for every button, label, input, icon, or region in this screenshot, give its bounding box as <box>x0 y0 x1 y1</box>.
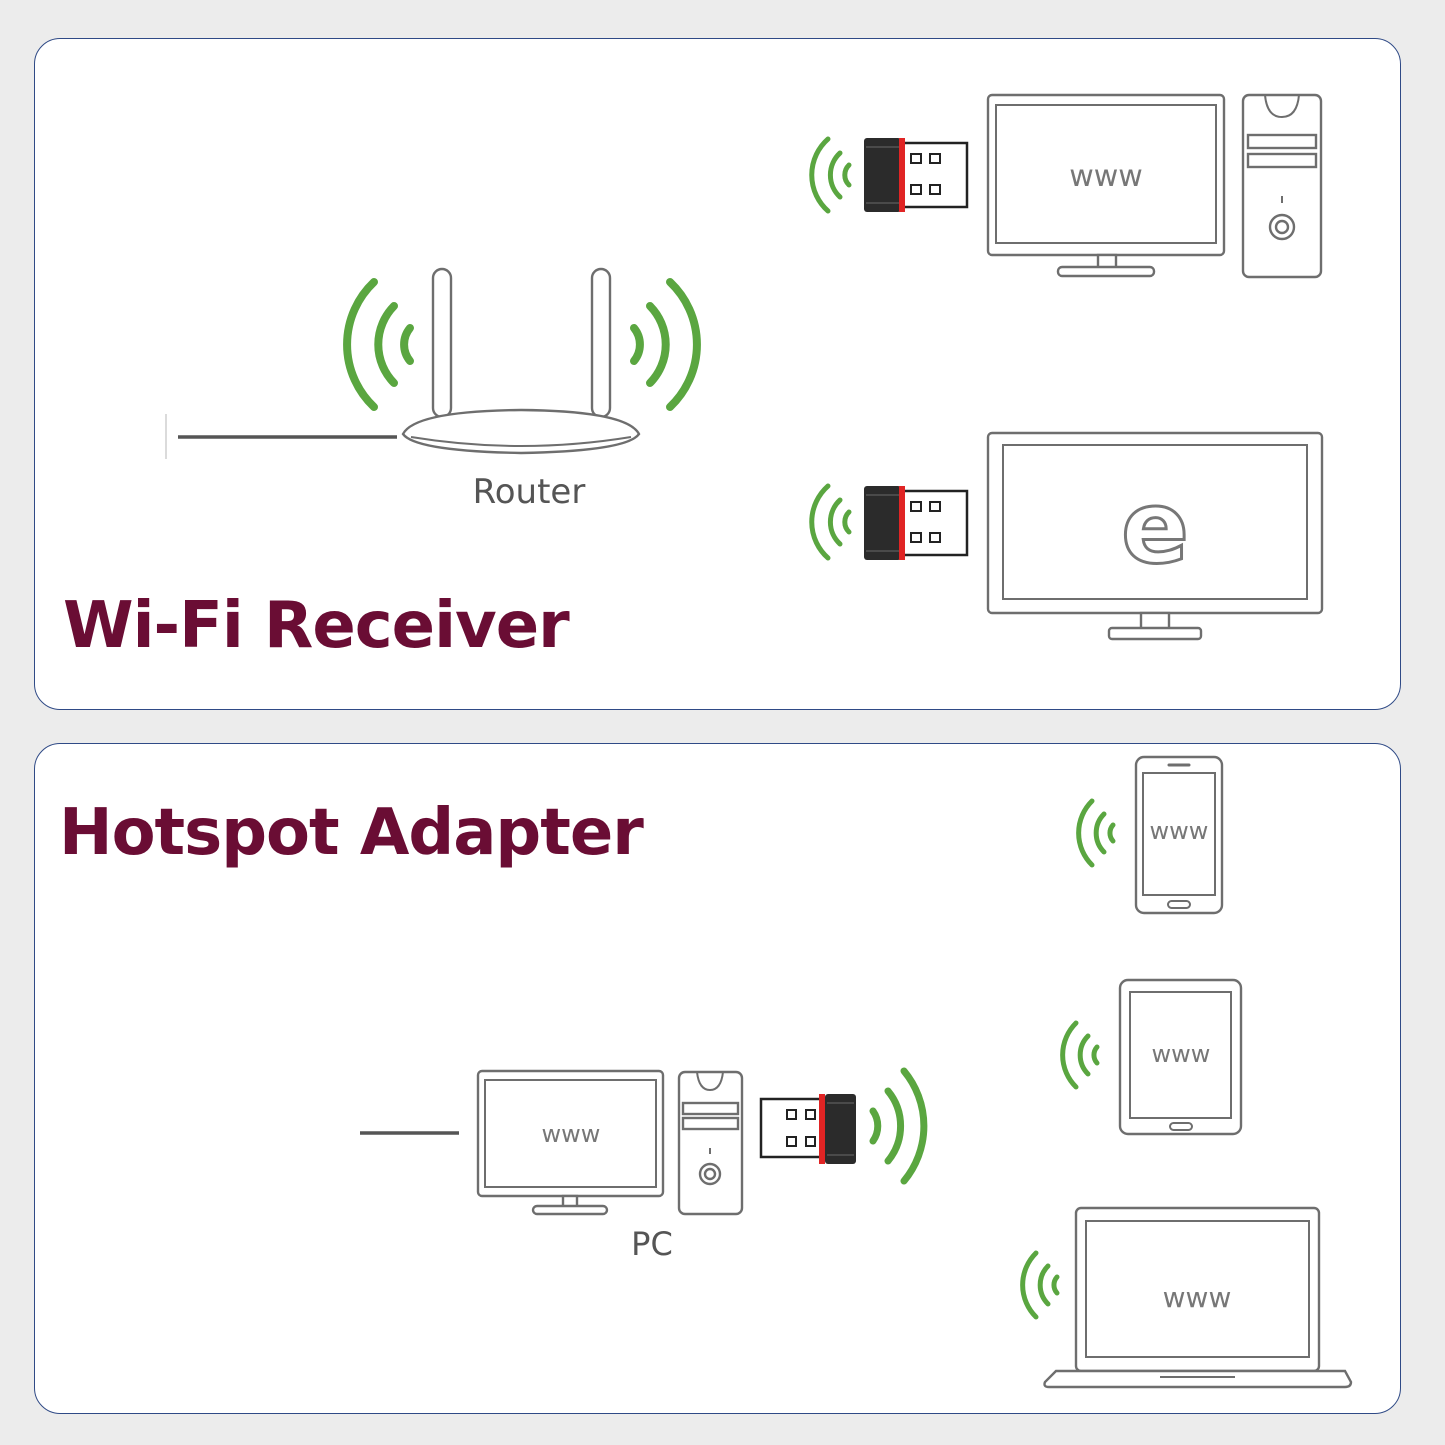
desktop-screen-text: www <box>1069 159 1143 194</box>
wifi-receiver-panel: Router <box>34 38 1401 710</box>
usb-adapter-icon <box>864 138 969 212</box>
laptop-icon <box>1043 1206 1353 1389</box>
smartphone-icon <box>1134 755 1224 915</box>
usb-adapter-icon <box>864 486 969 560</box>
desktop-computer-icon <box>986 93 1323 279</box>
laptop-screen-text: www <box>1163 1281 1232 1314</box>
pc-screen-text: www <box>542 1120 601 1148</box>
hotspot-adapter-title: Hotspot Adapter <box>59 796 644 870</box>
wifi-receiver-diagram: Router <box>165 93 1324 641</box>
router-icon <box>401 267 641 455</box>
monitor-icon <box>986 431 1324 641</box>
usb-adapter-icon <box>759 1094 856 1164</box>
browser-e-icon: e <box>1121 469 1189 586</box>
tablet-screen-text: www <box>1152 1040 1211 1068</box>
adapter-signal-icon <box>869 1067 928 1185</box>
hotspot-adapter-diagram: www PC www <box>360 755 1353 1389</box>
router-signal-right-icon <box>630 278 701 411</box>
laptop-signal-icon <box>1020 1250 1060 1320</box>
adapter-signal-icon <box>809 483 852 561</box>
router-signal-left-icon <box>343 278 414 411</box>
tablet-icon <box>1118 978 1243 1136</box>
pc-icon <box>476 1069 744 1216</box>
wifi-receiver-title: Wi-Fi Receiver <box>63 589 570 663</box>
tablet-signal-icon <box>1060 1020 1100 1090</box>
hotspot-adapter-panel: www PC www <box>34 743 1401 1414</box>
phone-signal-icon <box>1076 798 1116 868</box>
adapter-signal-icon <box>809 136 852 214</box>
pc-label: PC <box>631 1225 673 1263</box>
phone-screen-text: www <box>1150 817 1209 845</box>
router-label: Router <box>473 472 586 512</box>
